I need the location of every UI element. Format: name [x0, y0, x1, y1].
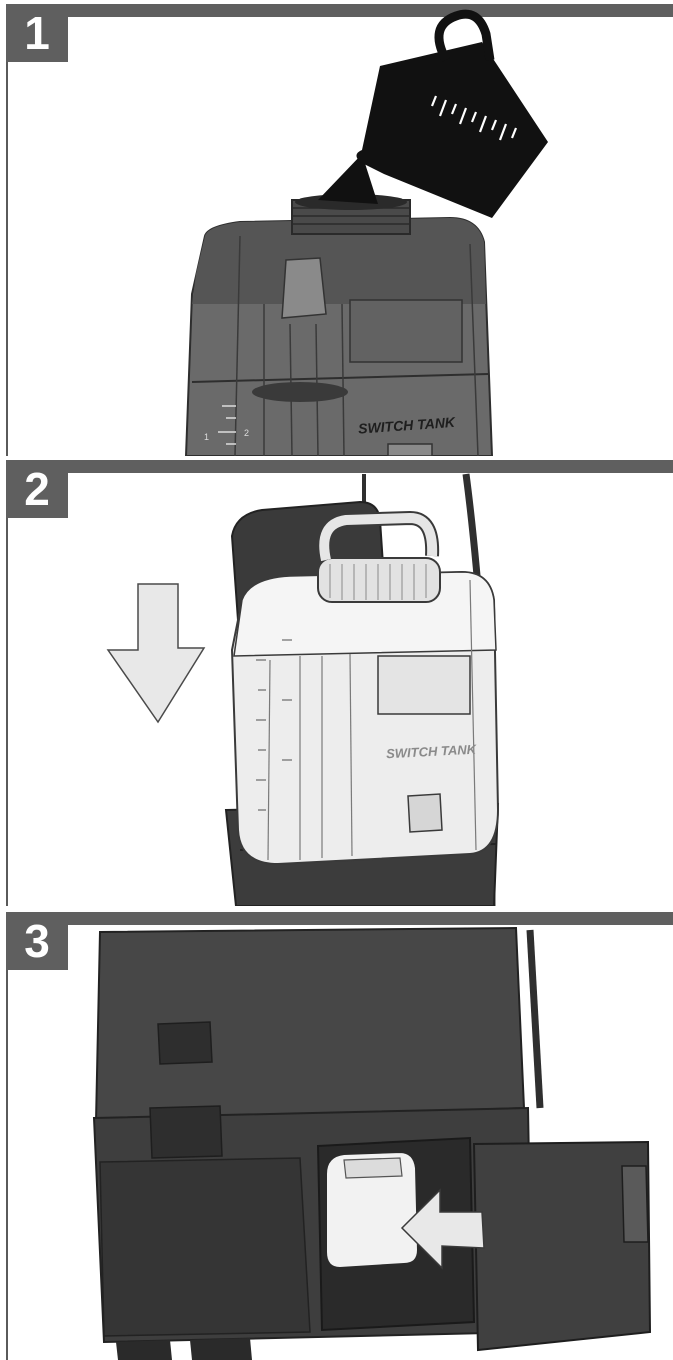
tank-cap	[318, 558, 440, 602]
scale-mark-2: 2	[244, 428, 249, 438]
step-2-panel: SWITCH TANK 2	[0, 460, 673, 906]
tank-latch	[388, 444, 432, 456]
step-1-panel: 1 2 SWITCH TANK 1	[0, 4, 673, 456]
scale-mark-1: 1	[204, 432, 209, 442]
fill-tank-illustration: 1 2 SWITCH TANK	[0, 4, 673, 456]
down-arrow-icon	[108, 584, 204, 722]
step-number-badge: 1	[6, 4, 68, 62]
internal-filter	[282, 258, 326, 318]
step-3-panel: 3	[0, 912, 673, 1360]
tank-latch	[408, 794, 442, 832]
insert-battery-illustration	[0, 912, 673, 1360]
label-window	[350, 300, 462, 362]
liquid-surface	[252, 382, 348, 402]
step-number-badge: 3	[6, 912, 68, 970]
attach-tank-illustration: SWITCH TANK	[0, 460, 673, 906]
label-window	[378, 656, 470, 714]
measuring-cup	[356, 42, 548, 218]
spray-hose	[530, 930, 540, 1108]
step-number-badge: 2	[6, 460, 68, 518]
